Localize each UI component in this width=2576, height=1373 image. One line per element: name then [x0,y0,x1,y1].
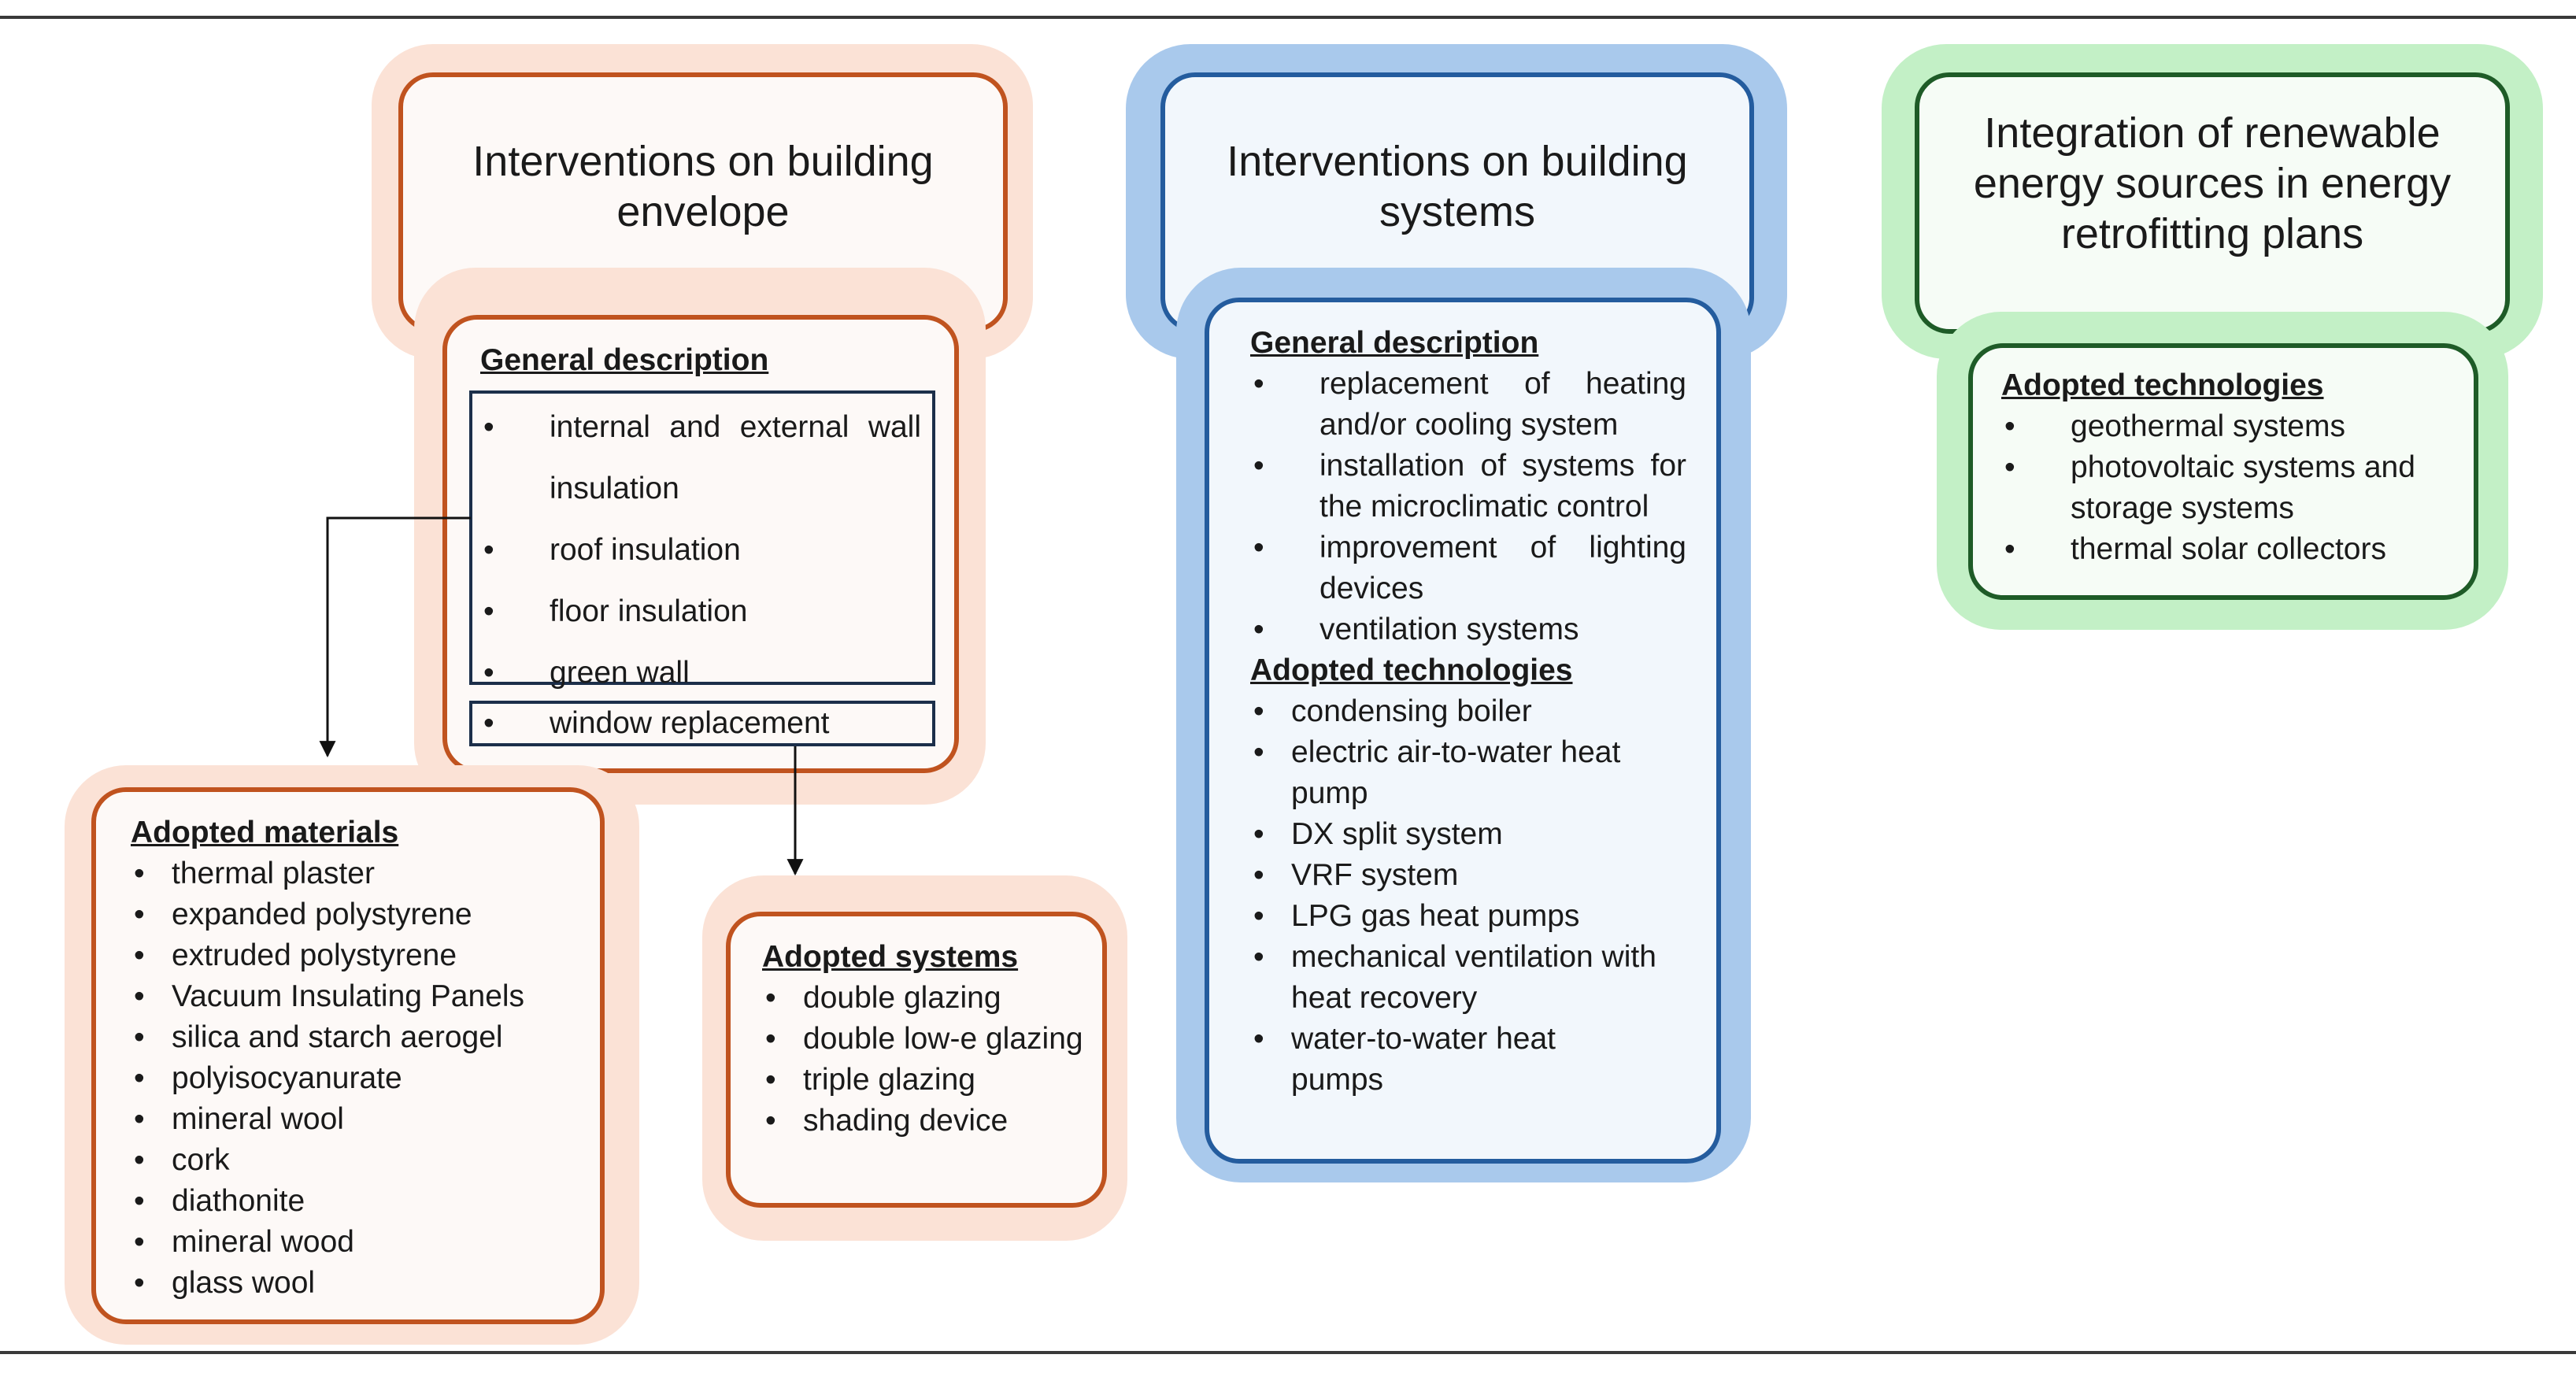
materials-heading: Adopted materials [131,816,399,849]
renewables-tech-box: Adopted technologies geothermal systems … [1968,343,2478,600]
renewables-title: Integration of renewable energy sources … [1973,109,2452,257]
list-item: shading device [762,1101,1086,1142]
list-item: diathonite [131,1181,584,1222]
systems-tech-heading: Adopted technologies [1250,653,1573,687]
envelope-general-heading: General description [480,343,769,377]
list-item: installation of systems for the microcli… [1250,446,1686,527]
list-item: window replacement [480,704,921,743]
renewables-tech-list: geothermal systems photovoltaic systems … [2001,406,2458,570]
list-item: replacement of heating and/or cooling sy… [1250,364,1686,446]
systems-tech-list: condensing boiler electric air-to-water … [1250,691,1686,1101]
list-item: thermal solar collectors [2001,529,2458,570]
envelope-general-list-box: internal and external wall insulation ro… [469,390,935,704]
list-item: ventilation systems [1250,609,1686,650]
list-item: double glazing [762,978,1086,1019]
list-item: mechanical ventilation with heat recover… [1250,937,1661,1019]
list-item: photovoltaic systems and storage systems [2001,447,2458,529]
systems-main-box: General description replacement of heati… [1205,298,1721,1164]
adopted-systems-box: Adopted systems double glazing double lo… [726,912,1107,1208]
systems-general-heading: General description [1250,326,1539,360]
list-item: polyisocyanurate [131,1058,584,1099]
list-item: condensing boiler [1250,691,1686,732]
envelope-title: Interventions on building envelope [472,138,934,235]
list-item: improvement of lighting devices [1250,527,1686,609]
window-replacement-box: window replacement [469,701,935,746]
list-item: floor insulation [480,581,921,642]
list-item: VRF system [1250,855,1686,896]
envelope-general-list: internal and external wall insulation ro… [480,397,921,704]
adopted-systems-list: double glazing double low-e glazing trip… [762,978,1086,1142]
adopted-systems-heading: Adopted systems [762,940,1019,974]
list-item: water-to-water heat pumps [1250,1019,1638,1101]
list-item: DX split system [1250,814,1686,855]
bottom-rule [0,1351,2576,1354]
list-item: Vacuum Insulating Panels [131,976,584,1017]
list-item: roof insulation [480,520,921,581]
list-item: extruded polystyrene [131,935,584,976]
list-item: mineral wool [131,1099,584,1140]
list-item: cork [131,1140,584,1181]
top-rule [0,16,2576,19]
systems-general-list: replacement of heating and/or cooling sy… [1250,364,1686,650]
list-item: electric air-to-water heat pump [1250,732,1638,814]
list-item: geothermal systems [2001,406,2458,447]
list-item: expanded polystyrene [131,894,584,935]
list-item: silica and starch aerogel [131,1017,584,1058]
list-item: triple glazing [762,1060,1086,1101]
list-item: mineral wood [131,1222,584,1263]
renewables-title-box: Integration of renewable energy sources … [1915,72,2510,334]
list-item: glass wool [131,1263,584,1304]
list-item: green wall [480,642,921,704]
renewables-tech-heading: Adopted technologies [2001,368,2324,402]
list-item: internal and external wall insulation [480,397,921,520]
systems-title: Interventions on building systems [1227,138,1688,235]
materials-list: thermal plaster expanded polystyrene ext… [131,853,584,1304]
list-item: thermal plaster [131,853,584,894]
window-replacement-list: window replacement [480,704,921,743]
list-item: double low-e glazing [762,1019,1086,1060]
materials-box: Adopted materials thermal plaster expand… [91,787,605,1324]
list-item: LPG gas heat pumps [1250,896,1686,937]
